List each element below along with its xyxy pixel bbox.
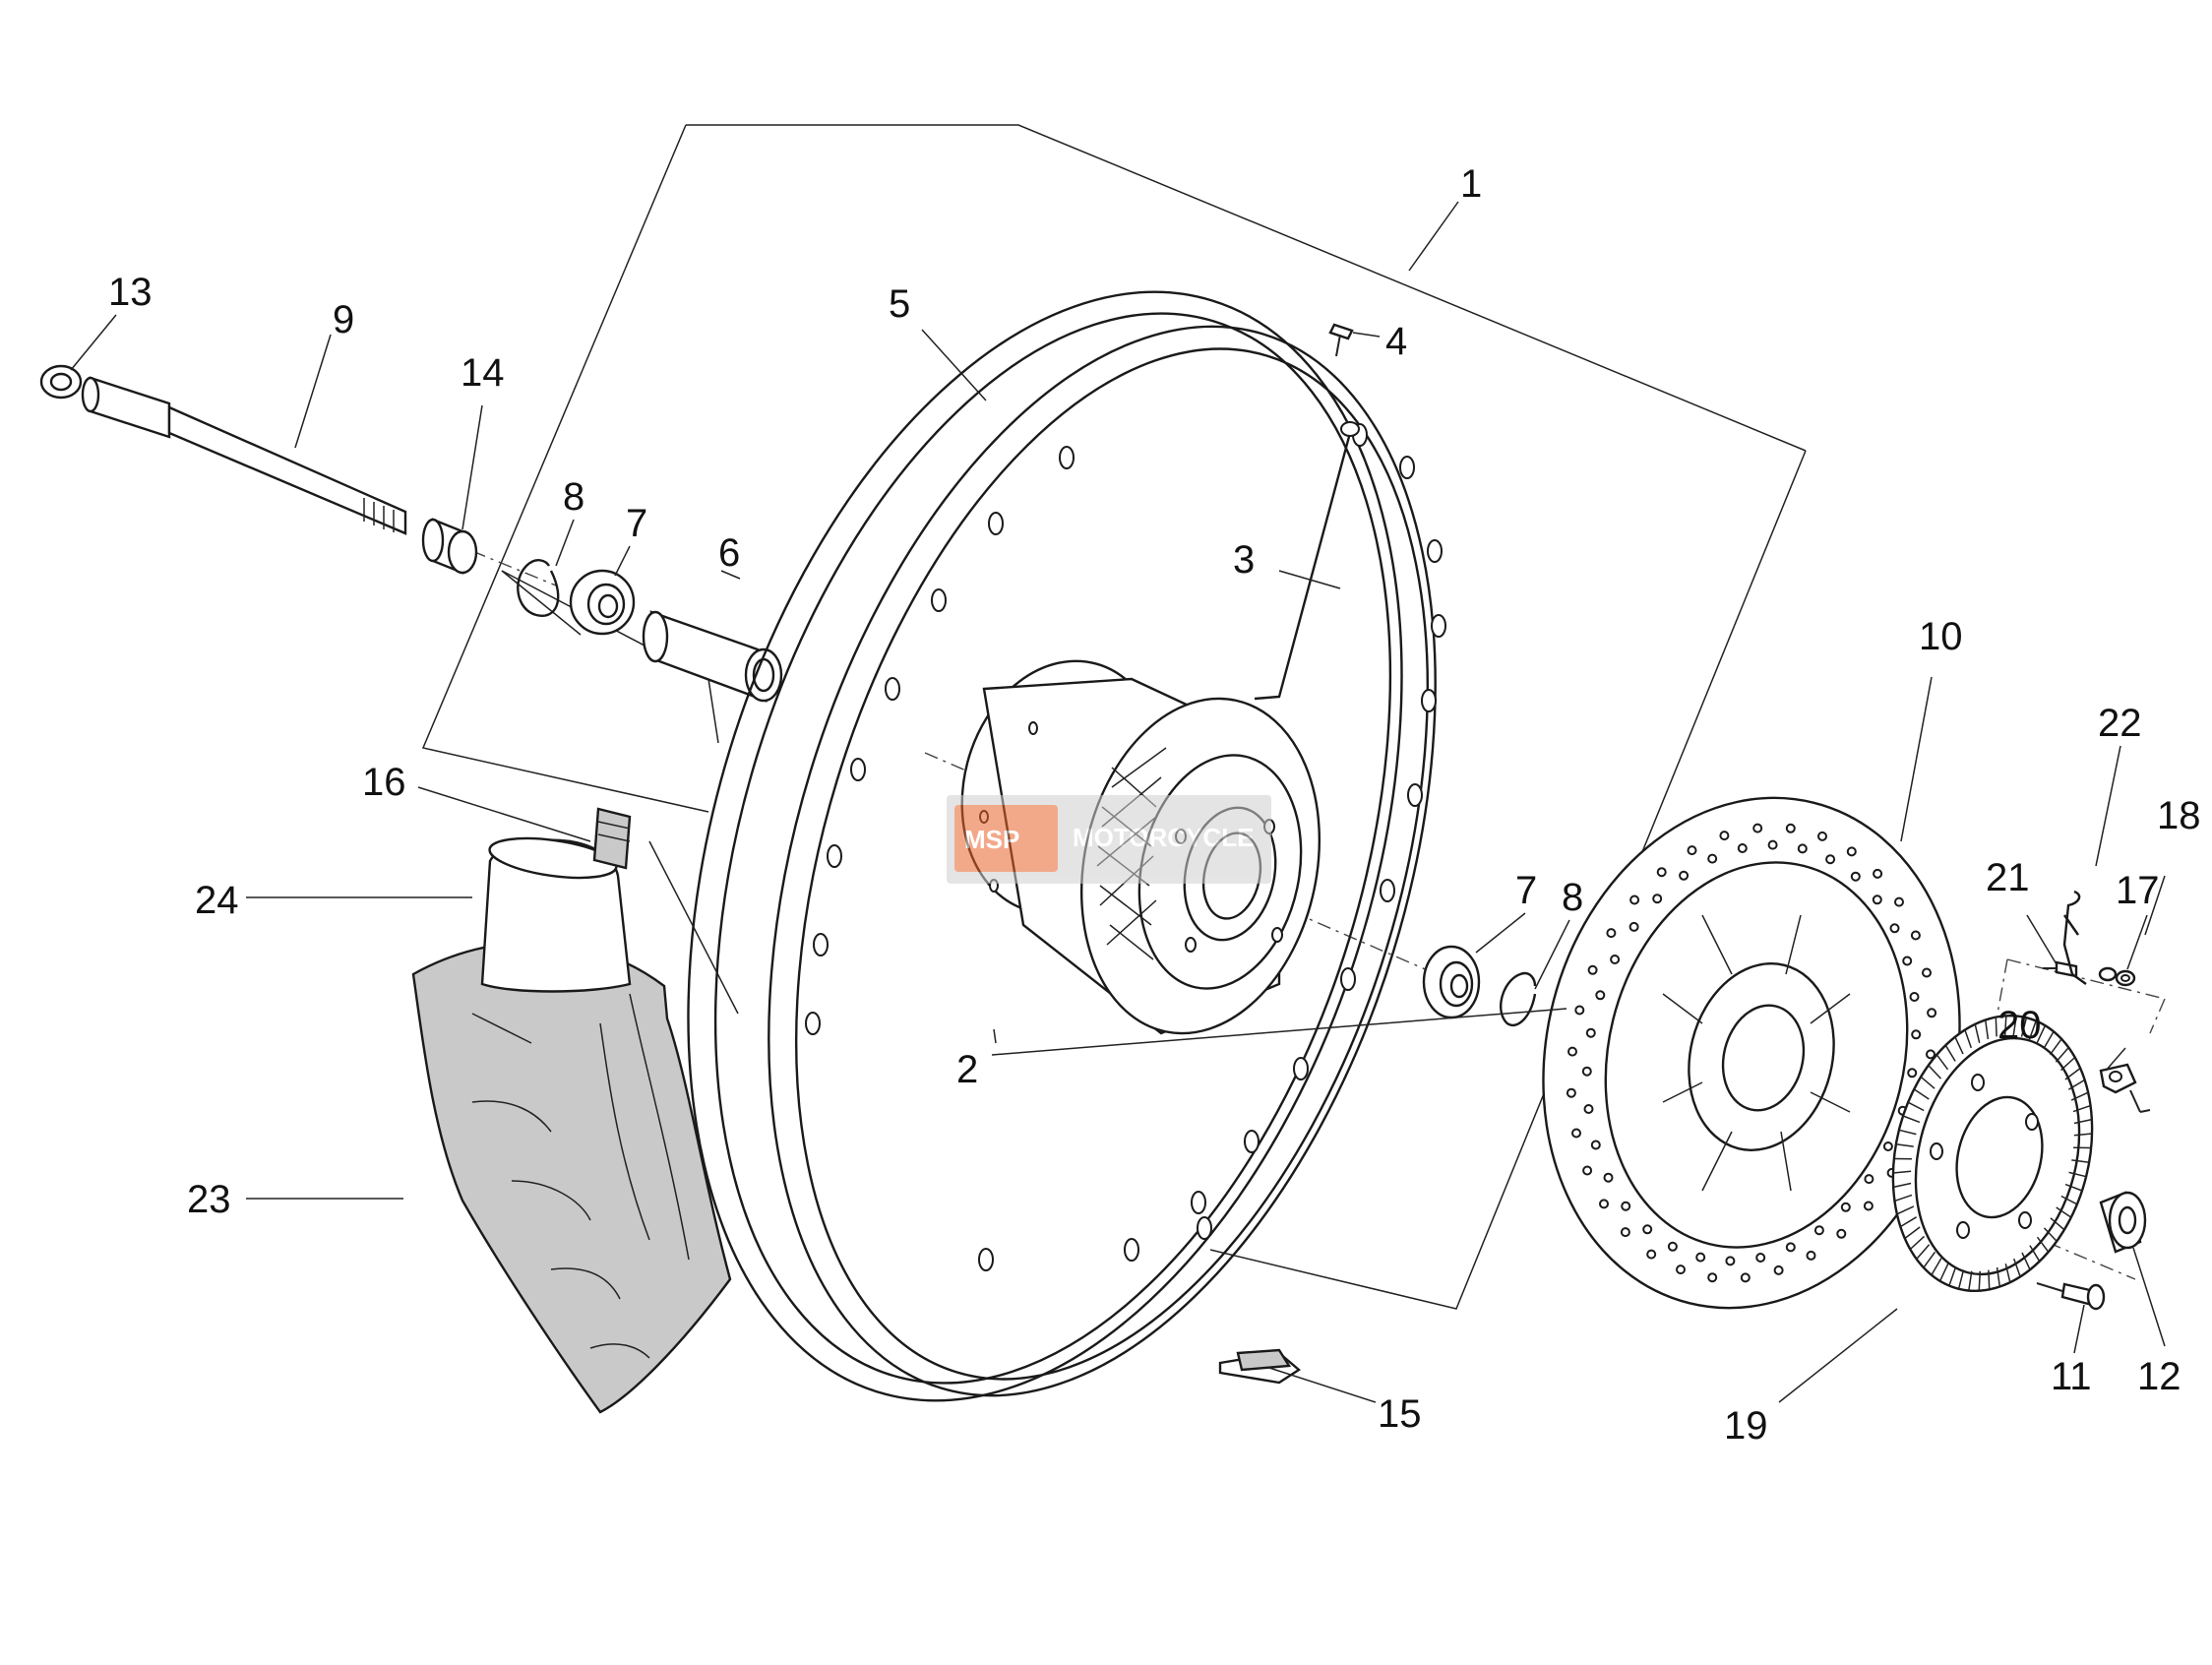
leader-lines <box>70 201 2166 1403</box>
inner-tube-part <box>480 836 632 993</box>
callout-23: 23 <box>187 1178 231 1221</box>
callout-7a: 7 <box>626 502 647 545</box>
callout-16: 16 <box>362 761 406 804</box>
callout-20: 20 <box>1997 1004 2042 1047</box>
callout-24: 24 <box>195 879 239 922</box>
spacer-part <box>421 518 478 575</box>
callout-6: 6 <box>718 531 740 575</box>
callout-13: 13 <box>108 271 153 314</box>
tone-ring-part <box>1891 1014 2094 1293</box>
rim-spoke-holes <box>805 423 1446 1271</box>
screw-part <box>2036 1282 2106 1311</box>
callout-14: 14 <box>461 351 505 395</box>
valve-part <box>592 807 632 870</box>
callout-18: 18 <box>2157 794 2201 837</box>
rim-part <box>687 290 1437 1402</box>
rim-clip-part <box>1218 1348 1302 1385</box>
tone-ring-teeth <box>1892 1016 2093 1291</box>
callout-3: 3 <box>1233 538 1255 582</box>
callout-22: 22 <box>2098 702 2142 745</box>
watermark-text: MOTORCYCLE <box>1073 823 1254 852</box>
callout-2: 2 <box>956 1048 978 1091</box>
bearing-right-part <box>1422 945 1481 1019</box>
distance-tube-part <box>642 610 783 703</box>
tyre-part <box>411 941 732 1414</box>
callout-17: 17 <box>2116 869 2160 912</box>
callout-5: 5 <box>889 282 910 326</box>
watermark: MSP MOTORCYCLE <box>947 795 1271 884</box>
callout-11: 11 <box>2051 1355 2092 1398</box>
spoke-part <box>1254 421 1360 701</box>
callout-labels: 1 2 3 4 5 6 7 7 8 8 9 10 11 12 13 14 15 … <box>108 162 2201 1448</box>
callout-1: 1 <box>1460 162 1482 206</box>
circlip-right-part <box>1499 971 1537 1027</box>
circlip-left-part <box>517 559 560 617</box>
callout-8a: 8 <box>563 475 584 519</box>
callout-12: 12 <box>2137 1355 2181 1398</box>
callout-7b: 7 <box>1515 869 1537 912</box>
brake-disc-holes <box>1566 823 1937 1283</box>
wheel-axle-part <box>81 376 407 535</box>
callout-8b: 8 <box>1562 876 1583 919</box>
callout-21: 21 <box>1986 856 2030 899</box>
brake-disc-part <box>1542 796 1961 1310</box>
spacer-right-part <box>2099 1191 2147 1254</box>
callout-4: 4 <box>1385 320 1407 363</box>
callout-15: 15 <box>1378 1392 1422 1436</box>
bearing-left-part <box>569 569 636 636</box>
cap-nut-part <box>39 364 83 400</box>
speed-sensor-part <box>2099 1063 2151 1113</box>
spoke-nipple-part <box>1328 323 1354 357</box>
sensor-bracket-hardware <box>2043 890 2136 987</box>
callout-19: 19 <box>1724 1404 1768 1448</box>
watermark-brand: MSP <box>964 825 1019 854</box>
callout-10: 10 <box>1919 615 1963 658</box>
callout-9: 9 <box>333 298 354 341</box>
